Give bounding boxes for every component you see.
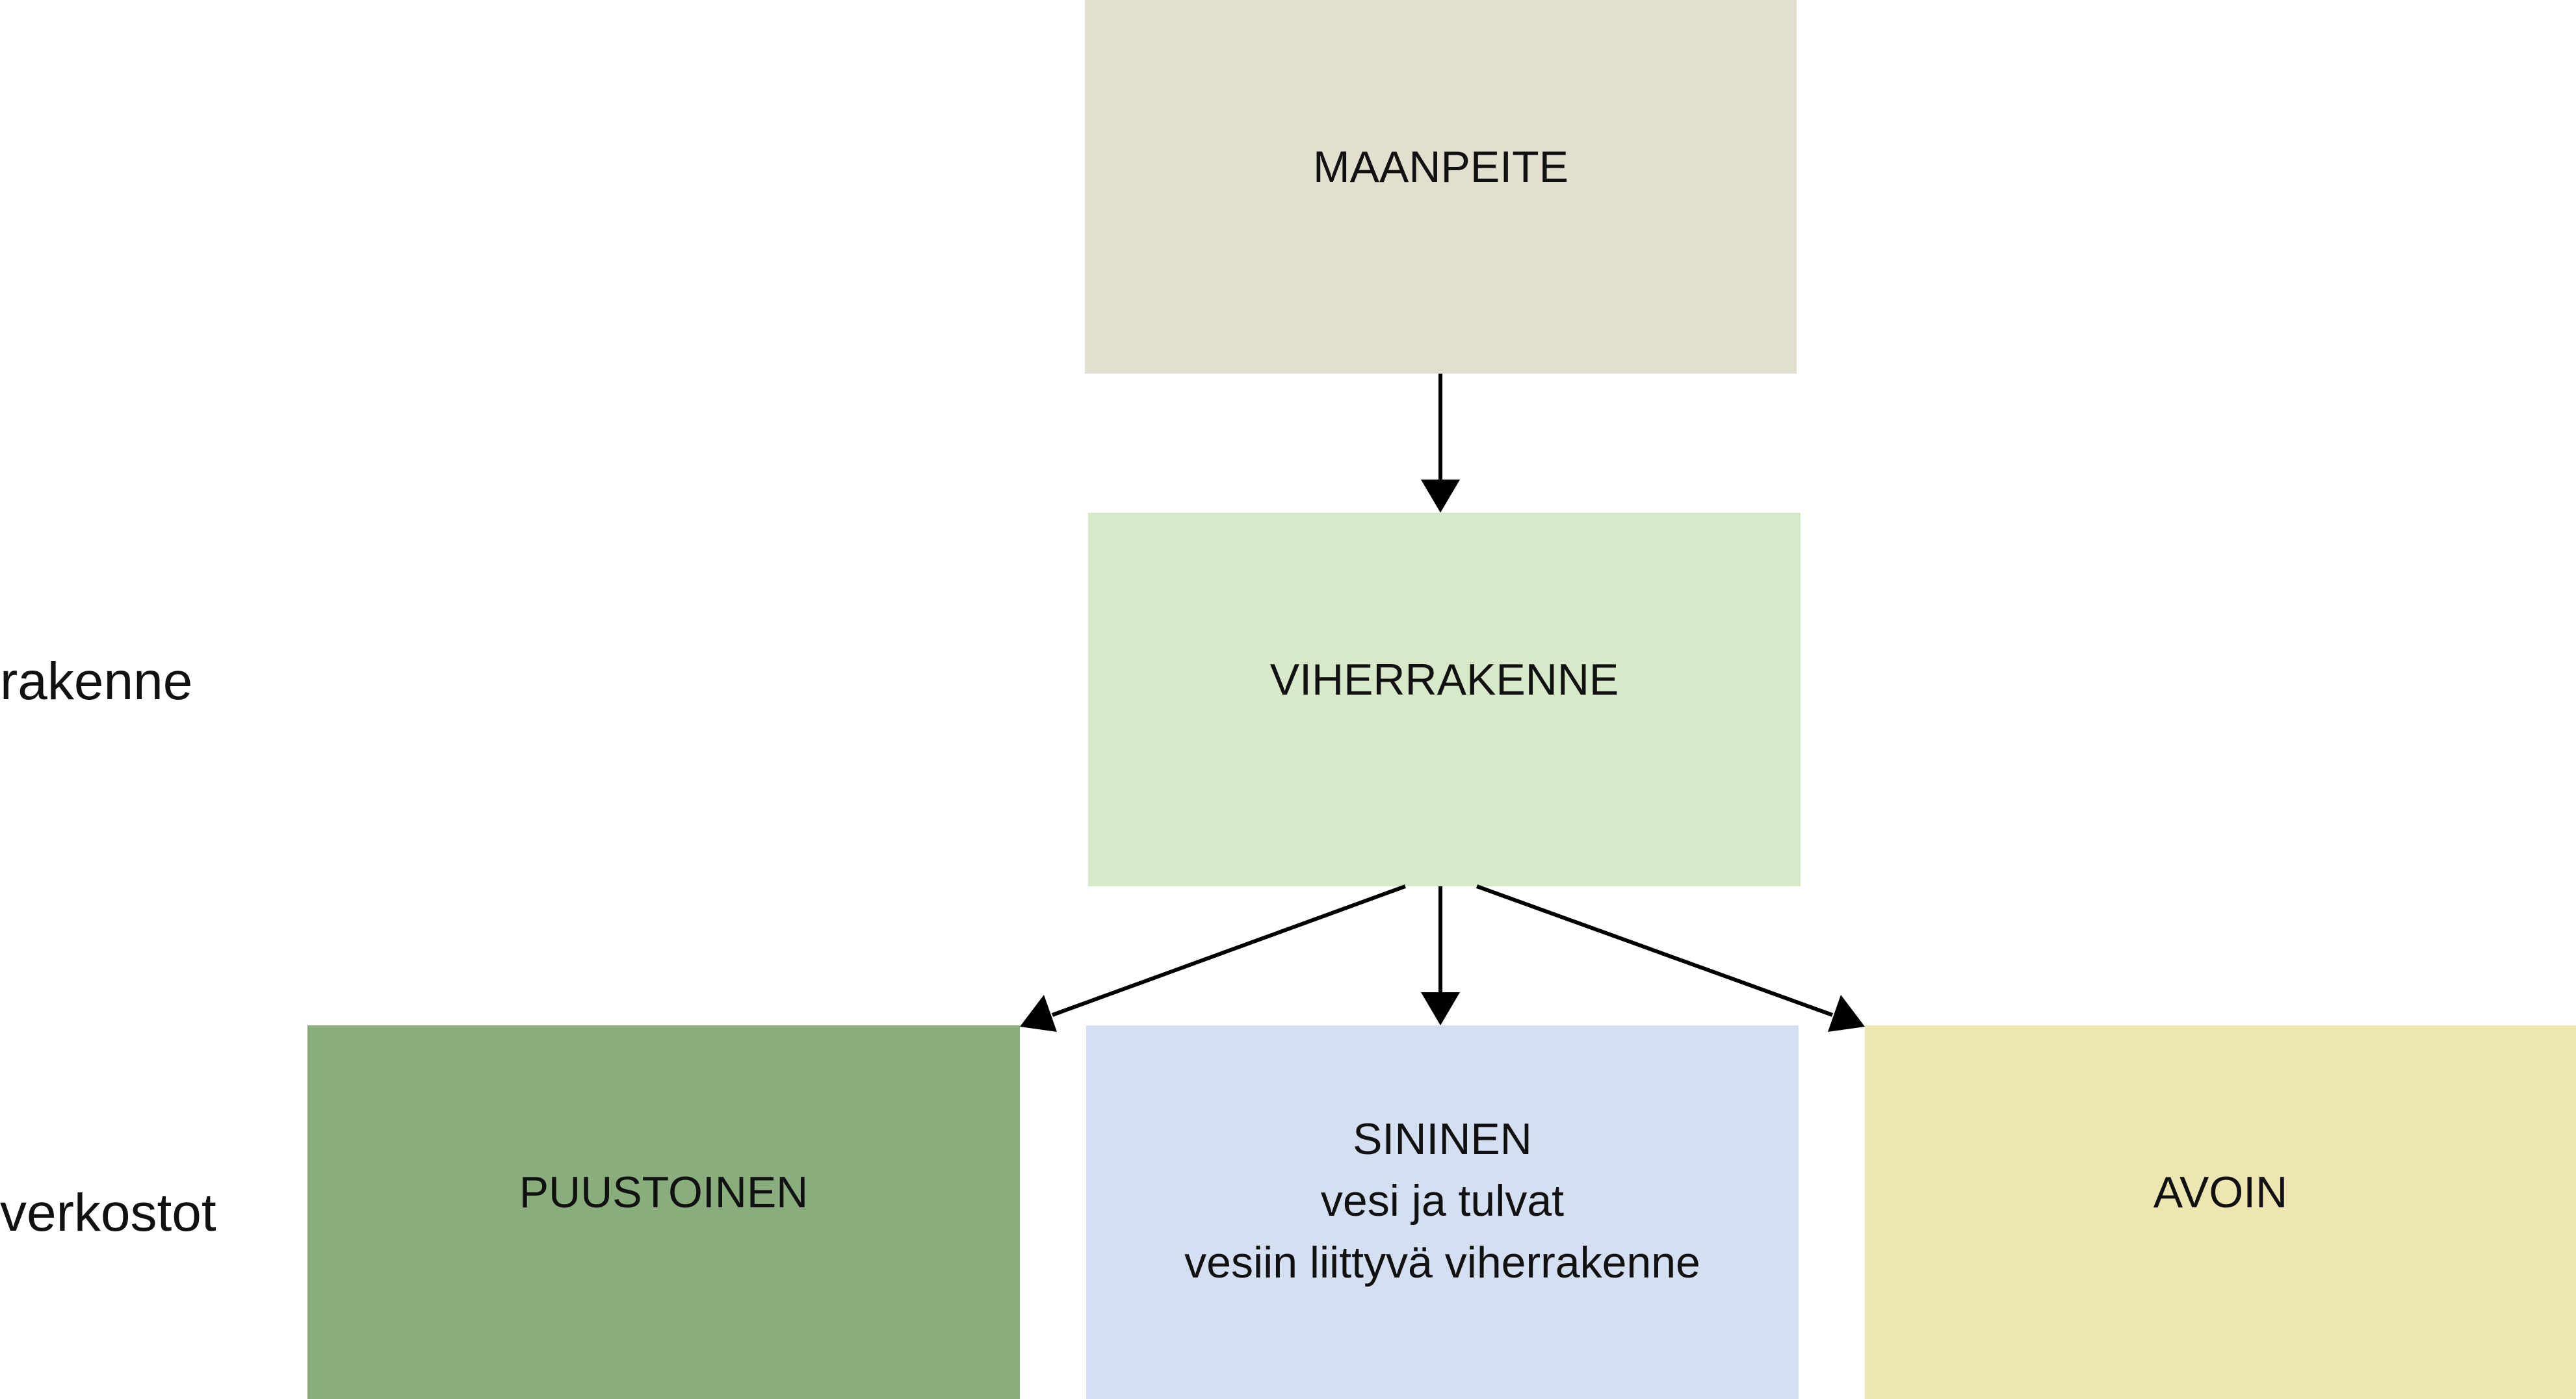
edge-maanpeite-viherrakenne (1421, 374, 1460, 513)
side-label-rakenne: rakenne (0, 652, 193, 711)
edge-viherrakenne-sininen (1421, 886, 1460, 1025)
node-avoin-label: AVOIN (2153, 1168, 2288, 1217)
node-avoin: AVOIN (1865, 1025, 2576, 1399)
node-maanpeite: MAANPEITE (1085, 0, 1797, 374)
node-viherrakenne-label: VIHERRAKENNE (1269, 655, 1619, 704)
node-puustoinen-label: PUUSTOINEN (519, 1168, 809, 1217)
edge-viherrakenne-avoin (1476, 884, 1865, 1032)
node-sininen: SININEN vesi ja tulvat vesiin liittyvä v… (1086, 1025, 1799, 1399)
edge-viherrakenne-puustoinen (1020, 884, 1407, 1032)
side-label-verkostot: verkostot (0, 1183, 216, 1242)
node-sininen-title: SININEN (1353, 1114, 1532, 1164)
node-puustoinen: PUUSTOINEN (307, 1025, 1020, 1399)
node-viherrakenne: VIHERRAKENNE (1088, 513, 1801, 886)
node-sininen-line-3: vesiin liittyvä viherrakenne (1184, 1237, 1700, 1287)
node-sininen-line-2: vesi ja tulvat (1320, 1175, 1565, 1226)
node-maanpeite-label: MAANPEITE (1313, 142, 1568, 192)
